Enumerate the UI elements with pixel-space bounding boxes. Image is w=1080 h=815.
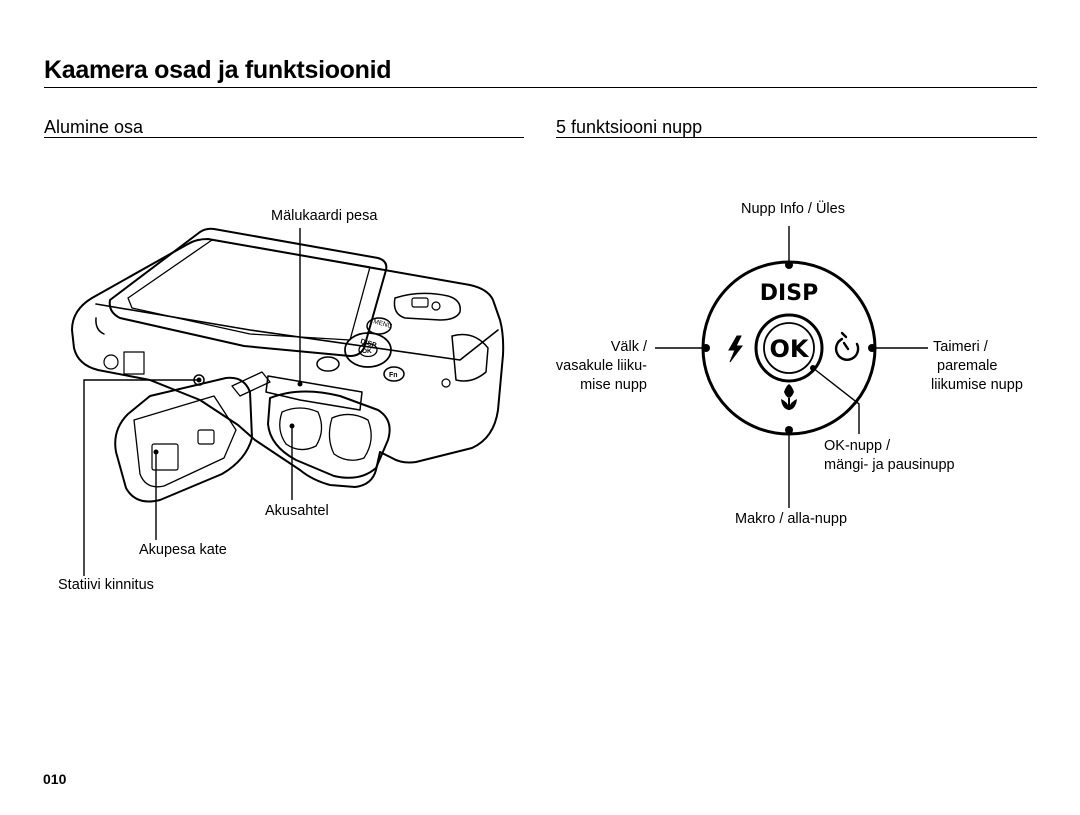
bottom-section-divider [44, 137, 524, 138]
page-number: 010 [43, 771, 67, 787]
five-way-pad [344, 332, 392, 368]
ok-label-line1: OK-nupp / [824, 438, 891, 454]
macro-down-label: Makro / alla-nupp [735, 511, 848, 527]
flash-left-marker [702, 344, 710, 352]
fn-marking: Fn [389, 372, 398, 379]
battery-chamber [267, 390, 391, 479]
flash-left-label-line1: Välk / [610, 339, 647, 355]
ok-label-line2: mängi- ja pausinupp [824, 457, 955, 473]
ok-button-glyph: OK [770, 335, 810, 363]
menu-button [366, 317, 392, 335]
flash-icon [728, 335, 743, 363]
ok-marker [810, 365, 816, 371]
macro-icon [781, 384, 797, 410]
timer-right-label-line2: paremale [937, 358, 998, 374]
timer-right-marker [868, 344, 876, 352]
five-function-divider [556, 137, 1037, 138]
info-up-label: Nupp Info / Üles [741, 201, 845, 217]
lcd-screen-frame [108, 227, 388, 357]
five-function-heading: 5 funktsiooni nupp [556, 117, 703, 137]
macro-down-marker [785, 426, 793, 434]
playback-button [316, 356, 340, 372]
battery-chamber-label: Akusahtel [265, 503, 329, 519]
timer-right-label-line3: liikumise nupp [931, 377, 1023, 393]
page-title: Kaamera osad ja funktsioonid [44, 56, 392, 84]
camera-body-outline [71, 238, 505, 488]
battery-cover [114, 376, 253, 503]
title-divider [44, 87, 1037, 88]
info-up-marker [785, 261, 793, 269]
bottom-section-heading: Alumine osa [44, 117, 144, 137]
self-timer-icon [834, 331, 860, 361]
timer-right-label-line1: Taimeri / [933, 339, 988, 355]
disp-marking: DISP [359, 338, 377, 349]
tripod-mount-label: Statiivi kinnitus [58, 577, 154, 593]
disp-button-glyph: DISP [760, 281, 818, 306]
ok-leader [812, 367, 860, 434]
ok-marking: OK [362, 348, 372, 355]
fn-button [383, 366, 405, 382]
tripod-mount-leader [83, 379, 199, 576]
memory-card-slot [265, 375, 363, 411]
flash-left-label-line2: vasakule liiku- [555, 358, 647, 374]
flash-left-label-line3: mise nupp [580, 377, 647, 393]
ok-button [754, 313, 824, 383]
battery-cover-label: Akupesa kate [139, 542, 227, 558]
memory-card-slot-label: Mälukaardi pesa [271, 208, 378, 224]
